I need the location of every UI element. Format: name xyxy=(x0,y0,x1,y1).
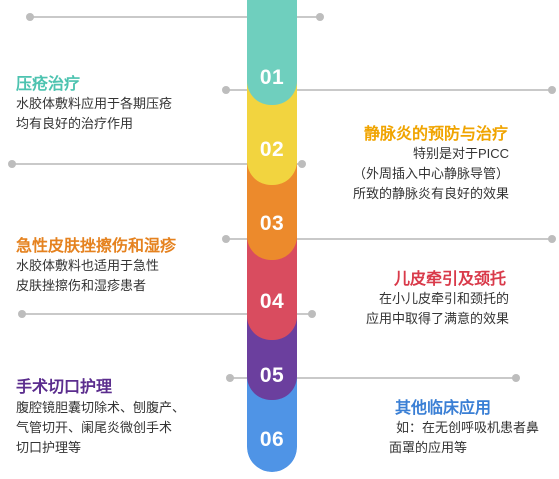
step-title-01: 压疮治疗 xyxy=(16,76,81,93)
step-desc-01-line-2: 均有良好的治疗作用 xyxy=(16,116,134,131)
connector-line-02 xyxy=(12,163,302,165)
step-number-06: 06 xyxy=(259,428,285,451)
connector-line-03 xyxy=(226,238,552,240)
step-desc-05-line-2: 气管切开、阑尾炎微创手术 xyxy=(16,420,173,435)
step-desc-02-line-3: 所致的静脉炎有良好的效果 xyxy=(352,186,509,201)
step-desc-03-line-1: 水胶体敷料也适用于急性 xyxy=(16,258,160,273)
connector-dot xyxy=(548,86,556,94)
connector-line-04 xyxy=(22,313,312,315)
connector-dot xyxy=(548,235,556,243)
step-desc-06-line-2: 面罩的应用等 xyxy=(388,440,467,455)
step-pillar: 01 02 03 04 05 06 xyxy=(247,0,297,472)
step-number-02: 02 xyxy=(259,138,285,161)
step-desc-05-line-3: 切口护理等 xyxy=(16,440,82,455)
step-desc-03-line-2: 皮肤挫擦伤和湿疹患者 xyxy=(16,278,147,293)
step-desc-06-line-1: 如：在无创呼吸机患者鼻 xyxy=(395,420,539,435)
connector-dot xyxy=(222,235,230,243)
step-title-03: 急性皮肤挫擦伤和湿疹 xyxy=(16,238,177,255)
step-number-01: 01 xyxy=(259,66,285,89)
connector-line-top xyxy=(30,16,320,18)
connector-dot xyxy=(298,160,306,168)
step-title-05: 手术切口护理 xyxy=(16,379,113,396)
step-number-04: 04 xyxy=(259,290,285,313)
step-desc-05-line-1: 腹腔镜胆囊切除术、刨腹产、 xyxy=(16,400,186,415)
connector-dot xyxy=(512,374,520,382)
step-title-04: 儿皮牵引及颈托 xyxy=(393,271,506,288)
step-number-05: 05 xyxy=(259,364,285,387)
connector-dot xyxy=(8,160,16,168)
connector-dot xyxy=(26,13,34,21)
connector-dot xyxy=(226,374,234,382)
step-desc-02-line-1: 特别是对于PICC xyxy=(412,146,509,161)
step-desc-01-line-1: 水胶体敷料应用于各期压疮 xyxy=(16,96,173,111)
connector-dot xyxy=(308,310,316,318)
connector-dot xyxy=(316,13,324,21)
step-desc-04-line-1: 在小儿皮牵引和颈托的 xyxy=(378,291,509,306)
connector-dot xyxy=(222,86,230,94)
step-desc-02-line-2: （外周插入中心静脉导管） xyxy=(352,166,509,181)
step-desc-04-line-2: 应用中取得了满意的效果 xyxy=(365,311,509,326)
step-title-02: 静脉炎的预防与治疗 xyxy=(363,126,508,143)
connector-dot xyxy=(18,310,26,318)
step-number-03: 03 xyxy=(259,212,285,235)
connector-line-01 xyxy=(226,89,552,91)
connector-line-05 xyxy=(230,377,516,379)
step-title-06: 其他临床应用 xyxy=(394,400,491,417)
segment-01 xyxy=(247,0,297,105)
